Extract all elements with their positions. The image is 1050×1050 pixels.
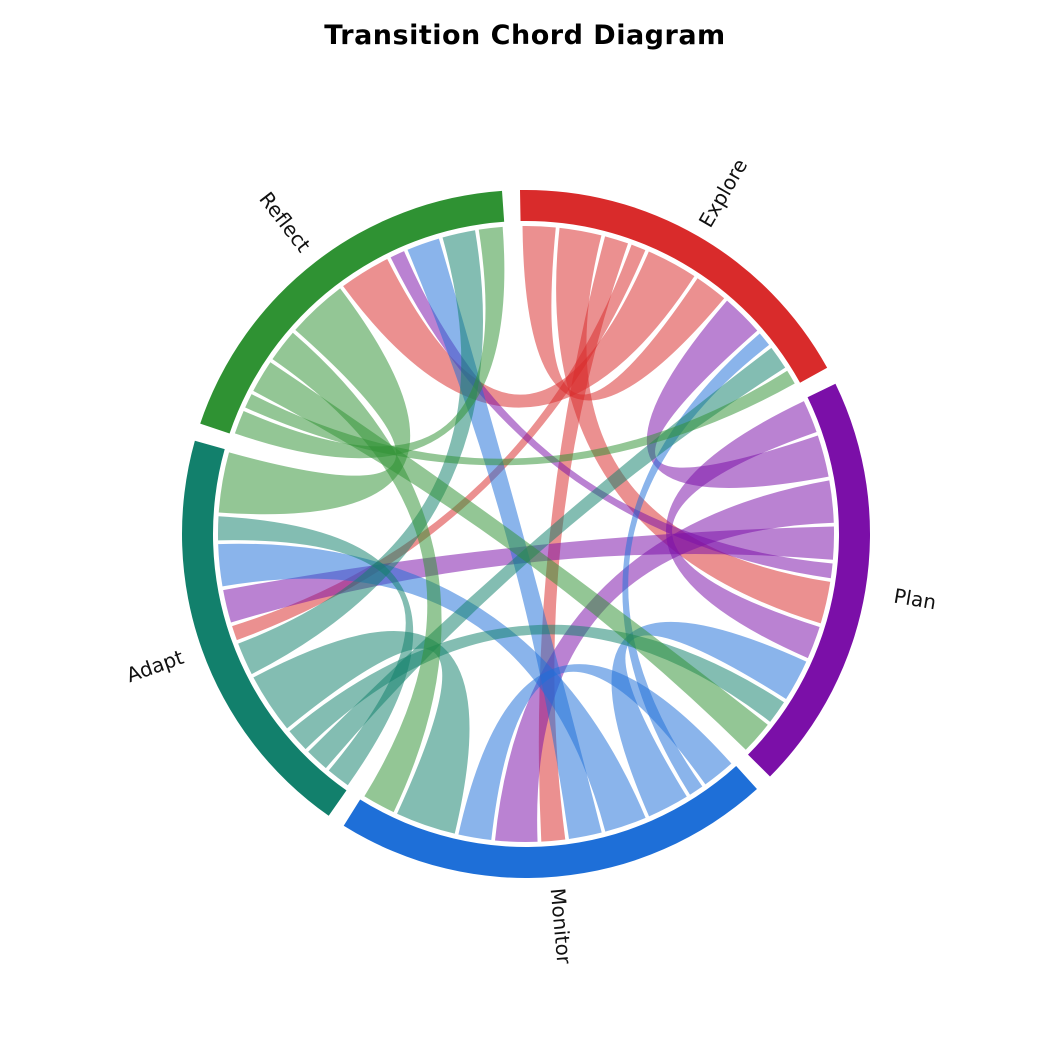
- ribbon-reflect-to-adapt: [218, 288, 411, 515]
- ribbon-adapt-to-explore: [308, 347, 786, 769]
- ribbon-plan-to-explore: [646, 300, 829, 488]
- ribbon-reflect-to-monitor: [272, 332, 442, 813]
- arc-reflect: [200, 190, 505, 434]
- arc-plan: [748, 383, 871, 777]
- ribbon-plan-to-adapt: [223, 526, 835, 623]
- ribbon-monitor-to-reflect: [407, 238, 602, 839]
- ribbon-adapt-to-monitor: [253, 630, 470, 834]
- chart-title: Transition Chord Diagram: [324, 20, 726, 51]
- ribbon-explore-to-explore: [522, 225, 725, 401]
- ribbon-plan-to-plan: [665, 401, 820, 659]
- arc-explore: [520, 189, 828, 383]
- ribbon-explore-to-reflect: [343, 251, 695, 408]
- arc-adapt: [181, 440, 347, 816]
- ribbon-monitor-to-plan: [611, 621, 807, 817]
- arc-monitor: [343, 765, 757, 879]
- ribbon-reflect-to-explore: [245, 370, 795, 466]
- ribbon-monitor-to-monitor: [458, 664, 732, 841]
- ribbon-reflect-to-reflect: [234, 226, 505, 459]
- ribbon-adapt-to-reflect: [238, 230, 484, 675]
